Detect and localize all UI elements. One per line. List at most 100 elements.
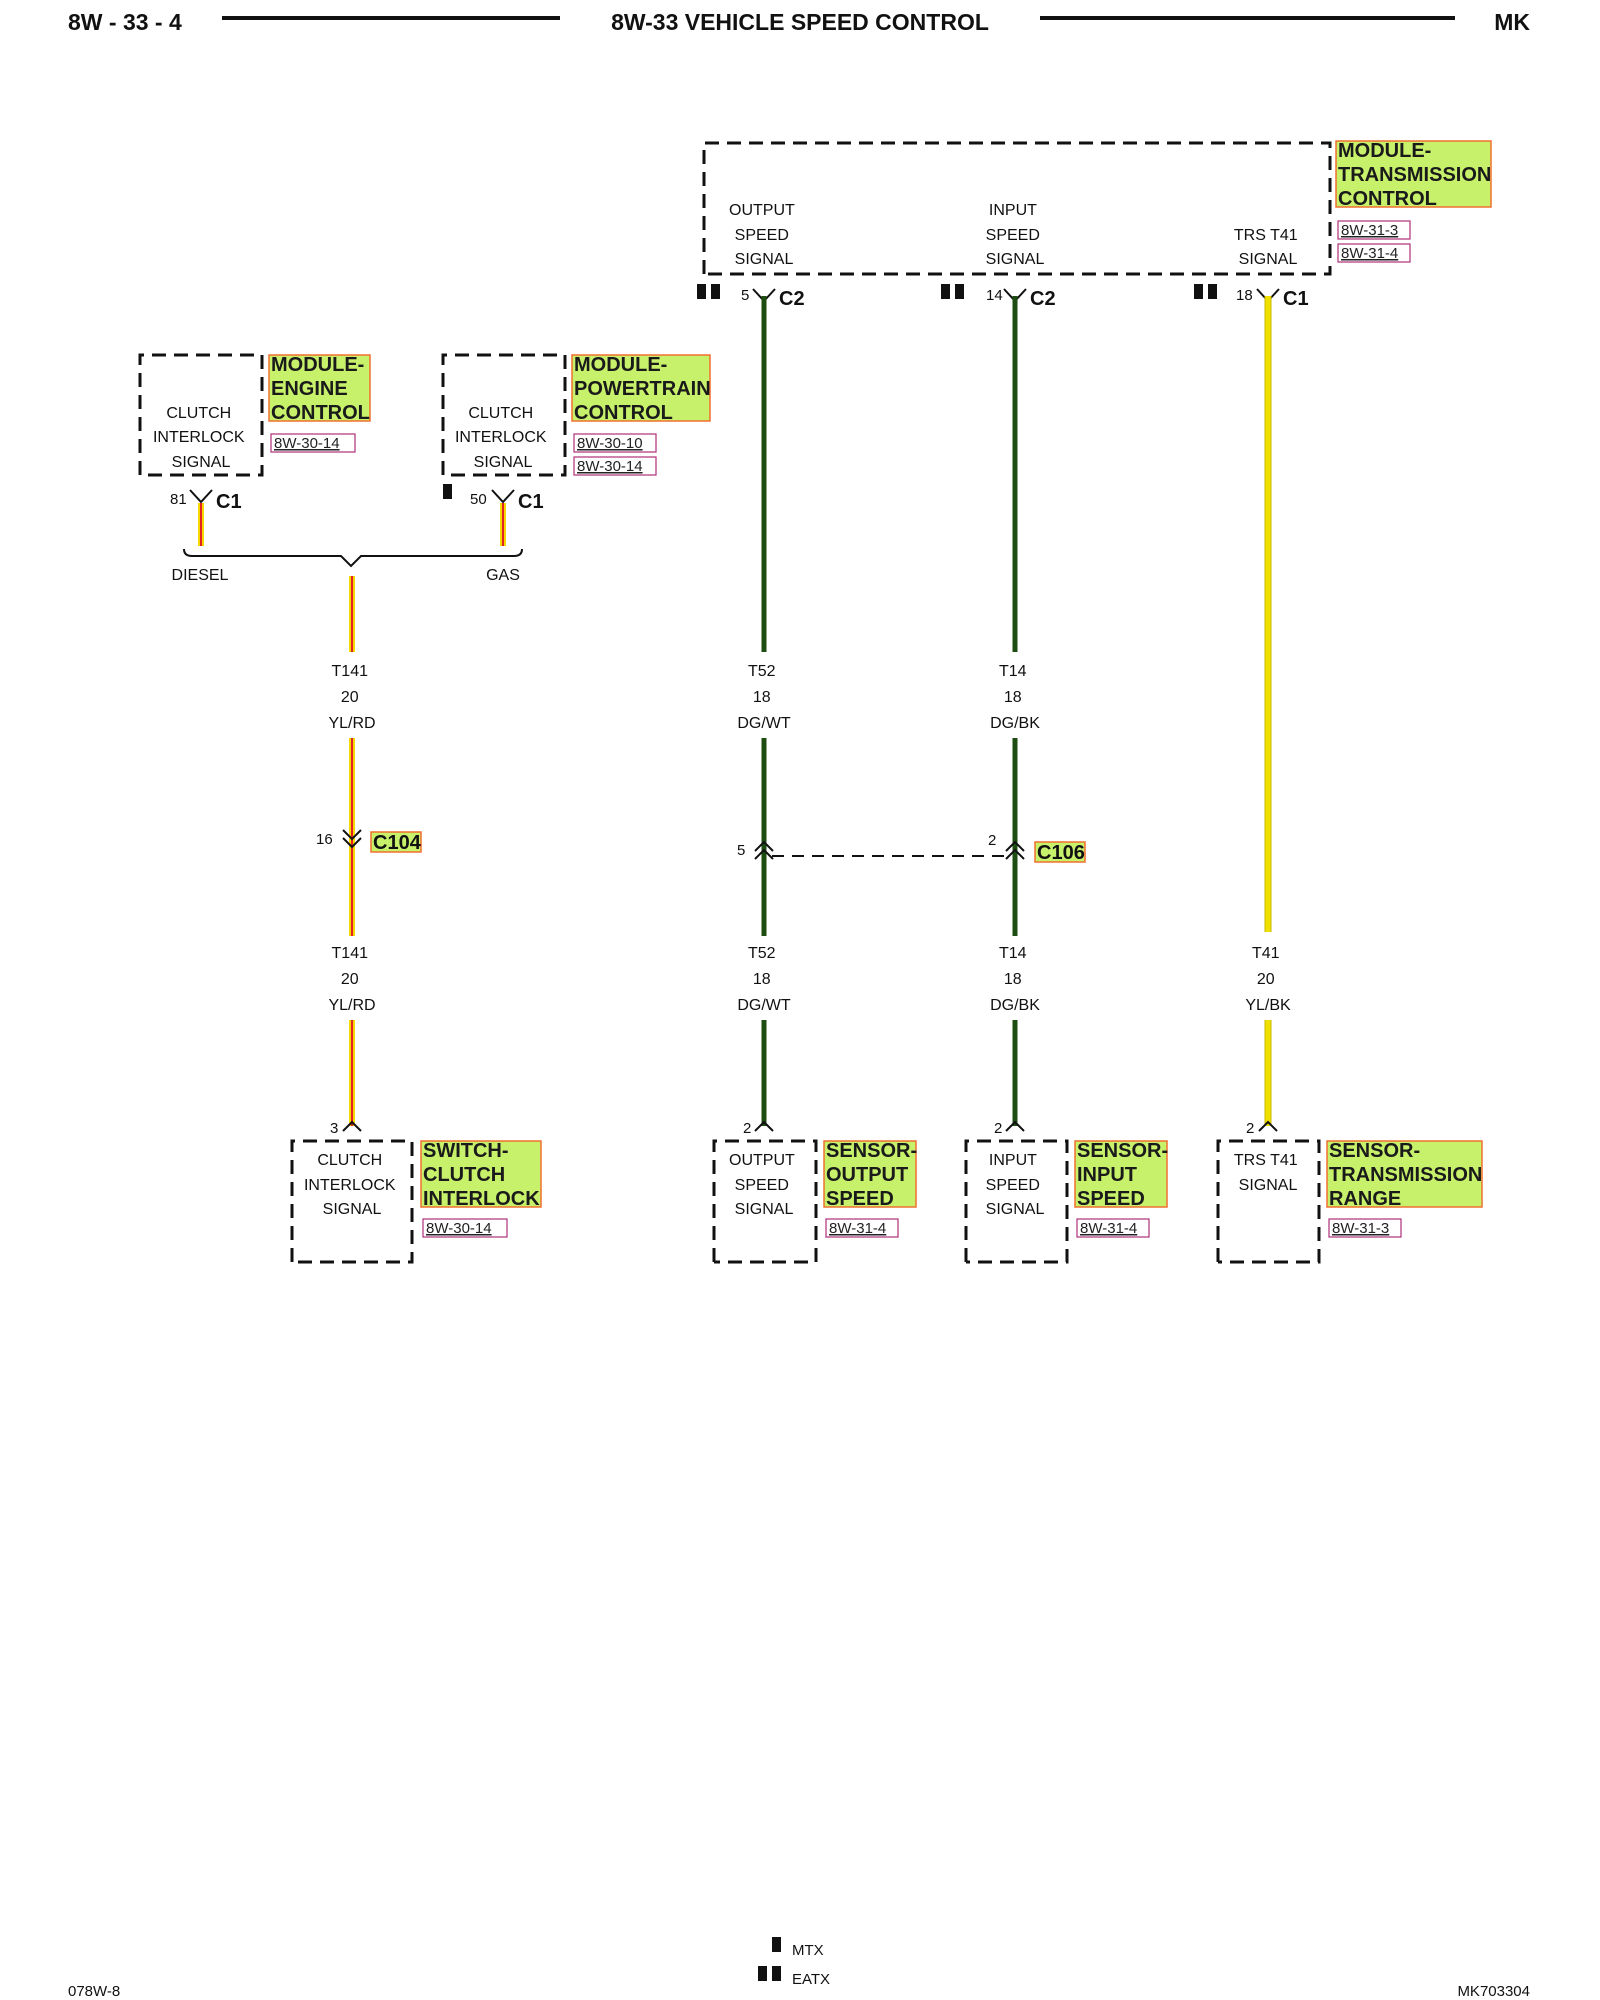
female-terminal-icon (342, 837, 362, 849)
iss-connector: 2 (994, 1120, 1025, 1137)
svg-text:5: 5 (737, 842, 745, 859)
female-terminal-icon (1005, 840, 1025, 852)
svg-text:2: 2 (988, 832, 996, 849)
tcm-connector-input: 14 C2 (941, 284, 1056, 310)
wire-t52-label-upper: T52 18 DG/WT (737, 663, 791, 732)
legend-mtx-label: MTX (792, 1942, 824, 1959)
oss-box (712, 1139, 818, 1264)
model-code: MK (1494, 9, 1530, 35)
footer-page-code: 078W-8 (68, 1983, 120, 2000)
trs-box (1216, 1139, 1321, 1264)
ecm-ref-link[interactable]: 8W-30-14 (270, 433, 356, 453)
mtx-marker-icon (772, 1937, 781, 1952)
oss-signal-label: OUTPUT SPEED SIGNAL (729, 1152, 799, 1218)
page-title: 8W-33 VEHICLE SPEED CONTROL (611, 9, 989, 35)
legend: MTX EATX (758, 1937, 830, 1988)
wire-t14-label-lower: T14 18 DG/BK (990, 945, 1040, 1014)
iss-box (964, 1139, 1069, 1264)
svg-text:5: 5 (741, 287, 749, 304)
oss-ref-link[interactable]: 8W-31-4 (825, 1218, 899, 1238)
eatx-marker-icon (1208, 284, 1217, 299)
svg-text:50: 50 (470, 491, 487, 508)
clutch-switch-title-highlight (420, 1140, 542, 1208)
oss-title: SENSOR- OUTPUT SPEED (826, 1140, 923, 1210)
male-terminal-icon (342, 829, 362, 841)
svg-text:C1: C1 (518, 491, 544, 513)
legend-eatx-label: EATX (792, 1971, 830, 1988)
pcm-ref-link-2[interactable]: 8W-30-14 (573, 456, 657, 476)
svg-text:2: 2 (743, 1120, 751, 1137)
tcm-ref-link-1[interactable]: 8W-31-3 (1337, 220, 1411, 240)
male-terminal-icon (1005, 1120, 1025, 1132)
svg-text:8W-30-10: 8W-30-10 (577, 435, 643, 452)
pcm-title: MODULE- POWERTRAIN CONTROL (574, 354, 716, 424)
eatx-marker-icon (941, 284, 950, 299)
svg-text:81: 81 (170, 491, 187, 508)
eatx-marker-icon (758, 1966, 767, 1981)
iss-component[interactable]: INPUT SPEED SIGNAL SENSOR- INPUT SPEED 8… (964, 1139, 1174, 1264)
male-terminal-icon (1005, 848, 1025, 860)
ecm-connector: 81 C1 (170, 489, 242, 513)
trs-ref-link[interactable]: 8W-31-3 (1328, 1218, 1402, 1238)
option-splice-bracket (183, 548, 523, 568)
splice-diesel-label: DIESEL (172, 567, 229, 584)
male-terminal-icon (1258, 1120, 1278, 1132)
female-terminal-icon (754, 840, 774, 852)
svg-text:14: 14 (986, 287, 1003, 304)
pcm-title-highlight (571, 354, 711, 422)
svg-text:C106: C106 (1037, 842, 1085, 864)
wire-t141-label-lower: T141 20 YL/RD (328, 945, 375, 1014)
ecm-component[interactable]: CLUTCH INTERLOCK SIGNAL MODULE- ENGINE C… (138, 353, 371, 477)
svg-text:18: 18 (1236, 287, 1253, 304)
tcm-box (702, 141, 1332, 276)
svg-text:8W-30-14: 8W-30-14 (274, 435, 340, 452)
clutch-switch-box (290, 1139, 414, 1264)
svg-text:C104: C104 (373, 832, 422, 854)
tcm-title-highlight (1335, 140, 1492, 208)
svg-text:C1: C1 (1283, 288, 1309, 310)
trs-title: SENSOR- TRANSMISSION RANGE (1329, 1140, 1488, 1210)
male-terminal-icon (342, 1120, 362, 1132)
svg-text:2: 2 (994, 1120, 1002, 1137)
tcm-ref-link-2[interactable]: 8W-31-4 (1337, 243, 1411, 263)
oss-connector: 2 (743, 1120, 774, 1137)
mtx-marker-icon (443, 484, 452, 499)
clutch-switch-ref-link[interactable]: 8W-30-14 (422, 1218, 508, 1238)
tcm-component[interactable]: OUTPUT SPEED SIGNAL INPUT SPEED SIGNAL T… (702, 140, 1497, 276)
ecm-title-highlight (268, 354, 371, 422)
iss-signal-label: INPUT SPEED SIGNAL (986, 1152, 1045, 1218)
wire-t41-label: T41 20 YL/BK (1245, 945, 1291, 1014)
clutch-switch-component[interactable]: CLUTCH INTERLOCK SIGNAL SWITCH- CLUTCH I… (290, 1139, 542, 1264)
pcm-ref-link-1[interactable]: 8W-30-10 (573, 433, 657, 453)
svg-text:8W-31-4: 8W-31-4 (1080, 1220, 1137, 1237)
eatx-marker-icon (1194, 284, 1203, 299)
male-terminal-icon (754, 848, 774, 860)
svg-text:2: 2 (1246, 1120, 1254, 1137)
c106-connector: 5 2 C106 (737, 832, 1086, 864)
eatx-marker-icon (711, 284, 720, 299)
eatx-marker-icon (955, 284, 964, 299)
splice-gas-label: GAS (486, 567, 520, 584)
iss-title-highlight (1074, 1140, 1168, 1208)
clutch-switch-signal-label: CLUTCH INTERLOCK SIGNAL (304, 1152, 400, 1218)
male-terminal-icon (754, 1120, 774, 1132)
eatx-marker-icon (772, 1966, 781, 1981)
oss-component[interactable]: OUTPUT SPEED SIGNAL SENSOR- OUTPUT SPEED… (712, 1139, 923, 1264)
trs-component[interactable]: TRS T41 SIGNAL SENSOR- TRANSMISSION RANG… (1216, 1139, 1488, 1264)
female-terminal-icon (189, 489, 213, 504)
iss-ref-link[interactable]: 8W-31-4 (1076, 1218, 1150, 1238)
tcm-connector-output: 5 C2 (697, 284, 805, 310)
footer-figure-code: MK703304 (1457, 1983, 1530, 2000)
wire-t141-label-upper: T141 20 YL/RD (328, 663, 375, 732)
svg-text:C1: C1 (216, 491, 242, 513)
svg-text:8W-31-4: 8W-31-4 (1341, 245, 1398, 262)
svg-text:8W-31-3: 8W-31-3 (1332, 1220, 1389, 1237)
ecm-title: MODULE- ENGINE CONTROL (271, 354, 370, 424)
pcm-clutch-interlock-label: CLUTCH INTERLOCK SIGNAL (455, 405, 551, 471)
trs-signal-label: TRS T41 SIGNAL (1234, 1152, 1302, 1194)
tcm-input-speed-label: INPUT SPEED SIGNAL (986, 202, 1045, 268)
ecm-clutch-interlock-label: CLUTCH INTERLOCK SIGNAL (153, 405, 249, 471)
tcm-trs-signal-label: TRS T41 SIGNAL (1234, 227, 1302, 268)
pcm-component[interactable]: CLUTCH INTERLOCK SIGNAL MODULE- POWERTRA… (441, 353, 716, 477)
